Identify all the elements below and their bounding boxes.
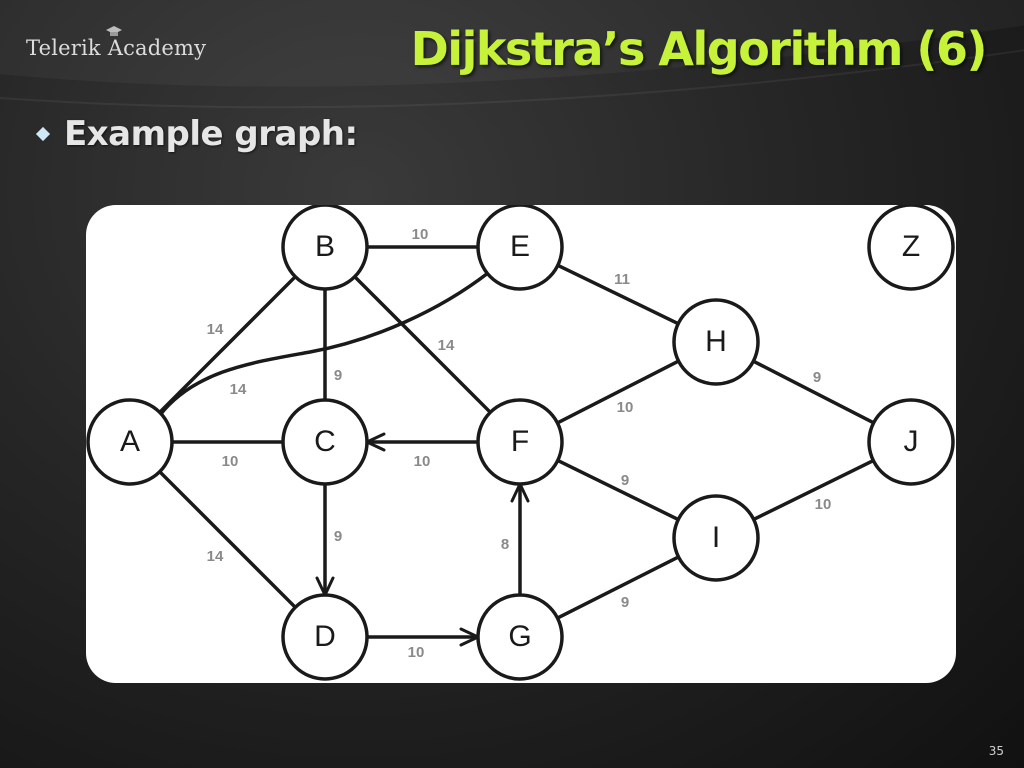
- node-label: G: [508, 620, 531, 653]
- edge-weight-label: 10: [222, 453, 239, 470]
- node-circle: [281, 398, 369, 486]
- edge-weight-label: 9: [334, 367, 342, 384]
- edge-weight-label: 14: [230, 381, 247, 398]
- edge-H-J: [752, 359, 875, 425]
- edge-A-B: [158, 275, 297, 414]
- graph-node-c: C: [281, 398, 369, 486]
- telerik-academy-logo: Telerik Academy: [26, 26, 207, 60]
- edge-weight-label: 10: [617, 399, 634, 416]
- edge-B-F: [353, 275, 492, 414]
- node-label: C: [314, 425, 336, 458]
- node-circle: [86, 398, 174, 486]
- node-circle: [867, 205, 955, 291]
- graph-diagram: 14 14 10 14 10 9 14 10 9 10 8 11 10 9 9 9 10 A B C D E F G H I J Z: [86, 205, 955, 681]
- node-label: D: [314, 620, 336, 653]
- graph-node-e: E: [476, 205, 564, 291]
- node-label: H: [705, 325, 727, 358]
- graph-node-h: H: [672, 298, 760, 386]
- edge-F-H: [556, 359, 680, 425]
- edge-weight-label: 9: [621, 472, 629, 489]
- graph-node-j: J: [867, 398, 955, 486]
- bullet-item: Example graph:: [35, 114, 358, 154]
- node-label: B: [315, 230, 335, 263]
- edge-A-E: [158, 271, 490, 417]
- edge-weight-label: 14: [438, 337, 455, 354]
- node-label: Z: [902, 230, 920, 263]
- logo-text: Telerik Academy: [26, 36, 207, 60]
- node-circle: [476, 593, 564, 681]
- graph-node-d: D: [281, 593, 369, 681]
- node-label: I: [712, 521, 720, 554]
- node-circle: [672, 494, 760, 582]
- node-circle: [476, 205, 564, 291]
- node-circle: [672, 298, 760, 386]
- node-circle: [476, 398, 564, 486]
- edge-weight-label: 14: [207, 321, 224, 338]
- edge-weight-label: 14: [207, 548, 224, 565]
- diamond-bullet-icon: [35, 126, 51, 142]
- edge-weight-label: 9: [621, 594, 629, 611]
- graph-node-f: F: [476, 398, 564, 486]
- node-label: F: [511, 425, 529, 458]
- graph-node-g: G: [476, 593, 564, 681]
- graph-node-a: A: [86, 398, 174, 486]
- edge-weight-label: 10: [414, 453, 431, 470]
- edge-weight-label: 9: [334, 528, 342, 545]
- node-label: E: [510, 230, 530, 263]
- node-circle: [281, 205, 369, 291]
- slide-title: Dijkstra’s Algorithm (6): [410, 22, 988, 76]
- edge-E-H: [557, 263, 679, 326]
- edge-F-I: [556, 458, 680, 522]
- node-circle: [281, 593, 369, 681]
- bullet-text: Example graph:: [64, 114, 358, 154]
- edge-weight-label: 9: [813, 369, 821, 386]
- edge-weight-label: 10: [408, 644, 425, 661]
- graph-panel: 14 14 10 14 10 9 14 10 9 10 8 11 10 9 9 9 10 A B C D E F G H I J Z: [86, 205, 956, 683]
- node-label: J: [904, 425, 919, 458]
- edge-I-J: [752, 458, 875, 522]
- slide-number: 35: [988, 744, 1004, 758]
- node-circle: [867, 398, 955, 486]
- edge-weight-label: 8: [501, 536, 509, 553]
- graph-node-i: I: [672, 494, 760, 582]
- edge-weight-label: 10: [815, 496, 832, 513]
- node-label: A: [120, 425, 140, 458]
- graph-node-z: Z: [867, 205, 955, 291]
- edge-G-I: [556, 555, 680, 620]
- edge-A-D: [158, 470, 297, 609]
- edge-weight-label: 11: [614, 271, 630, 288]
- edge-weight-label: 10: [412, 226, 429, 243]
- graduation-cap-icon: [106, 26, 122, 36]
- graph-node-b: B: [281, 205, 369, 291]
